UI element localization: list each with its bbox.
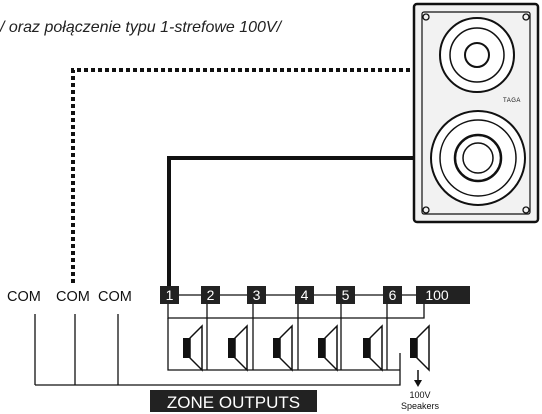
zone-ladder-lower (167, 318, 400, 371)
terminal-label: 2 (207, 287, 215, 303)
zone-outputs-label: ZONE OUTPUTS (167, 393, 300, 412)
woofer-icon (430, 110, 526, 206)
terminal-5: 5 (336, 286, 355, 304)
terminal-label: 5 (342, 287, 350, 303)
terminal-label: 4 (301, 287, 309, 303)
terminal-label: 6 (389, 287, 397, 303)
dotted-com-wire (71, 68, 414, 283)
zone-speaker-icon (273, 324, 293, 372)
speakers-note-voltage: 100V (409, 390, 430, 400)
tweeter-icon (439, 17, 515, 93)
speaker-brand-label: TAGA (503, 98, 521, 104)
terminal-100: 100 (416, 286, 470, 304)
terminal-2: 2 (201, 286, 220, 304)
common-return-bus (35, 353, 401, 386)
terminal-1: 1 (160, 286, 179, 304)
terminal-4: 4 (295, 286, 314, 304)
diagram-caption: / oraz połączenie typu 1-strefowe 100V/ (0, 19, 282, 36)
com-label: COM (7, 289, 41, 305)
speaker-cabinet: TAGA (412, 2, 540, 224)
terminal-label: 100 (425, 287, 449, 303)
zone-speaker-icon (318, 324, 338, 372)
com-label: COM (98, 289, 132, 305)
zone-speaker-icon (228, 324, 248, 372)
solid-signal-wire (167, 156, 414, 286)
com-label: COM (56, 289, 90, 305)
zone-speaker-icon (183, 324, 203, 372)
terminal-6: 6 (383, 286, 402, 304)
terminal-3: 3 (247, 286, 266, 304)
arrow-head-icon (414, 380, 422, 387)
zone-speaker-icon (363, 324, 383, 372)
terminal-label: 3 (253, 287, 261, 303)
speakers-note-label: Speakers (401, 401, 440, 411)
terminal-label: 1 (166, 287, 174, 303)
zone-outputs-banner (150, 390, 317, 412)
speaker-100v-icon (410, 324, 430, 372)
zone-ladder (167, 304, 425, 319)
